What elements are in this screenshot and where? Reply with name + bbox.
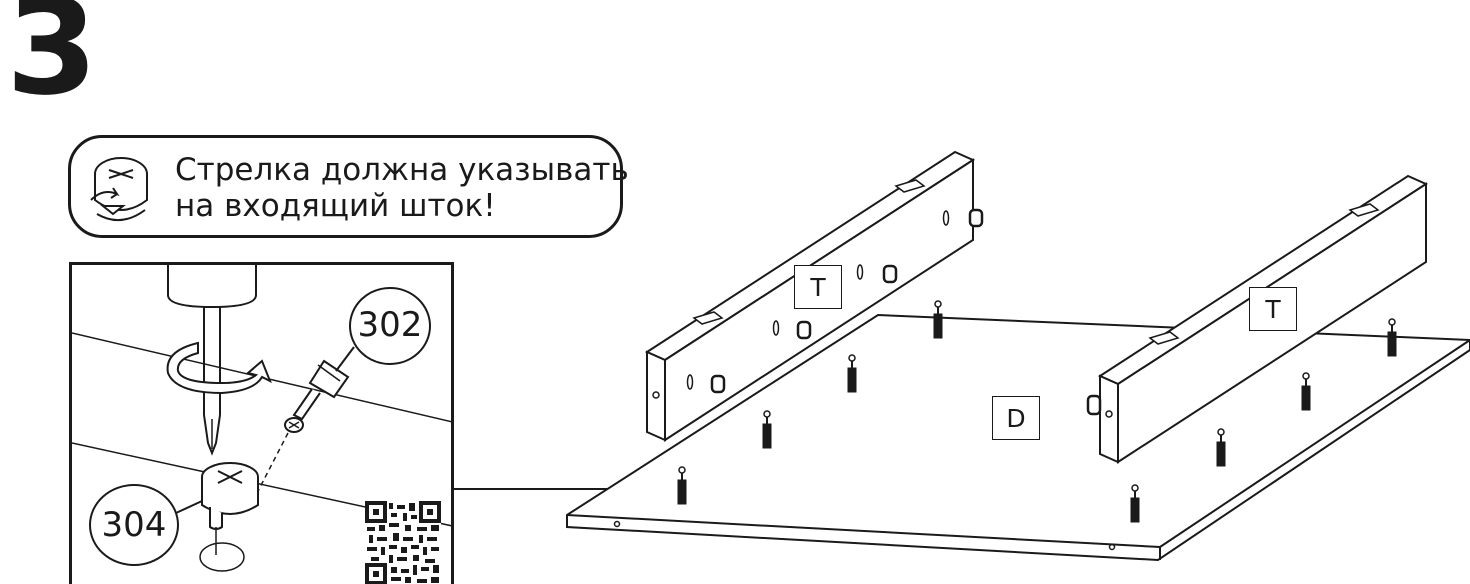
panel-label-bottom: D xyxy=(992,396,1040,440)
note-line-1: Стрелка должна указывать xyxy=(175,152,629,188)
cam-lock-icon xyxy=(968,208,984,228)
cam-lock-icon xyxy=(882,264,898,284)
cam-bolt-icon xyxy=(1130,484,1140,523)
cam-bolt-icon xyxy=(1216,428,1226,467)
cam-lock-icon xyxy=(199,462,259,572)
instruction-note: Стрелка должна указывать на входящий што… xyxy=(68,135,629,238)
cam-bolts xyxy=(677,300,1397,523)
detail-box: 302 304 xyxy=(69,262,454,584)
cam-bolt-icon xyxy=(255,359,350,496)
note-line-2: на входящий шток! xyxy=(175,188,496,224)
part-label-302: 302 xyxy=(357,305,423,345)
cam-lock-icon xyxy=(1086,394,1102,416)
cam-bolt-icon xyxy=(1301,372,1311,411)
cam-bolt-icon xyxy=(677,466,687,505)
cam-bolt-icon xyxy=(762,410,772,449)
panel-label-top-left: T xyxy=(794,265,842,309)
cam-bolt-icon xyxy=(933,300,943,339)
panel-label-top-right: T xyxy=(1249,287,1297,331)
rotate-arrow-icon xyxy=(166,341,272,395)
cam-bolt-icon xyxy=(847,354,857,393)
qr-code-icon xyxy=(365,501,441,584)
part-label-304: 304 xyxy=(101,505,167,545)
cam-bolt-icon xyxy=(1387,318,1397,357)
screwdriver-icon xyxy=(167,265,257,456)
step-number: 3 xyxy=(6,0,98,125)
cam-lock-icon xyxy=(710,374,726,394)
cam-lock-icon xyxy=(796,320,812,340)
cam-lock-arrow-icon xyxy=(90,157,148,221)
